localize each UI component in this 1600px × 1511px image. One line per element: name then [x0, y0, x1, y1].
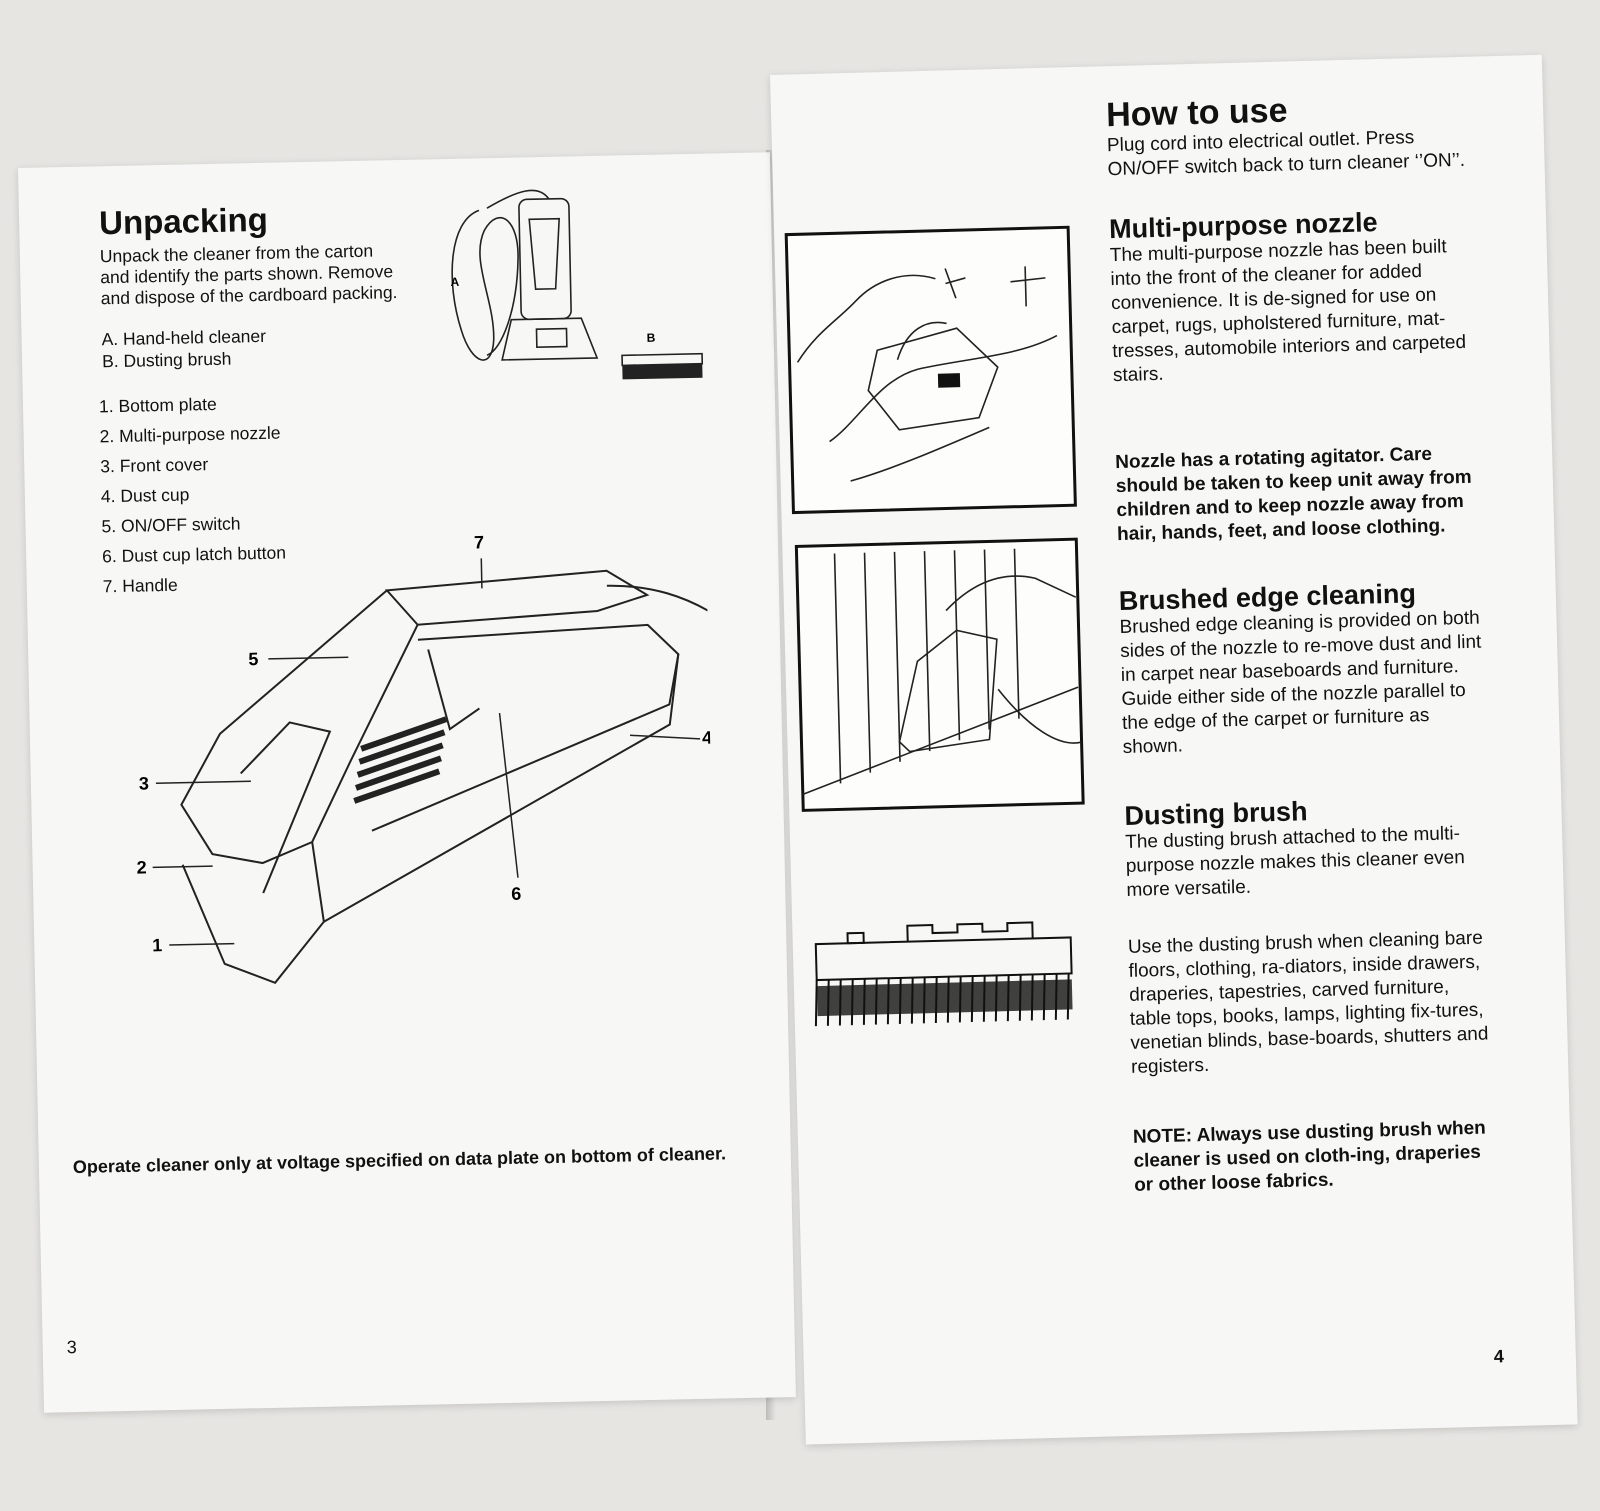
- unpacking-text: Unpack the cleaner from the carton and i…: [99, 240, 398, 309]
- cleaner-parts-diagram: 5 3 2 1 7 4 6: [136, 532, 716, 984]
- label-2: 2: [136, 857, 146, 877]
- voltage-note: Operate cleaner only at voltage specifie…: [72, 1143, 727, 1178]
- agitator-warning: Nozzle has a rotating agitator. Care sho…: [1114, 443, 1472, 546]
- how-to-use-section: How to use Plug cord into electrical out…: [1106, 87, 1473, 183]
- cleaner-and-cord-illustration: A B: [450, 189, 704, 380]
- parts-list-item: 3. Front cover: [100, 454, 209, 477]
- left-page: Unpacking Unpack the cleaner from the ca…: [18, 152, 796, 1413]
- label-7: 7: [474, 532, 484, 552]
- right-page: How to use Plug cord into electrical out…: [770, 54, 1578, 1445]
- parts-list-item: 1. Bottom plate: [98, 393, 217, 417]
- note: NOTE: Always use dusting brush when clea…: [1132, 1117, 1487, 1196]
- label-a: A: [450, 275, 459, 289]
- dusting-section: Dusting brush The dusting brush attached…: [1124, 791, 1492, 903]
- agitator-warning-section: Nozzle has a rotating agitator. Care sho…: [1115, 442, 1482, 548]
- edge-text: Brushed edge cleaning is provided on bot…: [1119, 607, 1482, 758]
- edge-cleaning-section: Brushed edge cleaning Brushed edge clean…: [1118, 576, 1487, 759]
- dusting-text: The dusting brush attached to the multi-…: [1124, 823, 1466, 901]
- parts-list-item: 4. Dust cup: [100, 484, 190, 507]
- upholstery-cleaning-illustration: [784, 225, 1077, 515]
- page-number: 3: [66, 1337, 77, 1358]
- note-section: NOTE: Always use dusting brush when clea…: [1133, 1116, 1500, 1198]
- package-contents: A. Hand-held cleaner B. Dusting brush: [101, 325, 266, 372]
- label-4: 4: [702, 728, 712, 748]
- item-a: A. Hand-held cleaner: [101, 325, 267, 350]
- label-1: 1: [152, 935, 162, 955]
- how-to-use-text: Plug cord into electrical outlet. Press …: [1106, 127, 1466, 181]
- item-b: B. Dusting brush: [101, 348, 232, 372]
- parts-list-item: 2. Multi-purpose nozzle: [99, 422, 281, 447]
- dusting-uses: Use the dusting brush when cleaning bare…: [1127, 927, 1489, 1078]
- label-3: 3: [139, 773, 149, 793]
- label-6: 6: [511, 884, 521, 904]
- dusting-brush-illustration: [814, 921, 1073, 1027]
- dusting-uses-section: Use the dusting brush when cleaning bare…: [1128, 926, 1497, 1080]
- label-b: B: [647, 331, 656, 345]
- page-number: 4: [1493, 1346, 1505, 1367]
- edge-cleaning-illustration: [794, 537, 1085, 812]
- unpacking-title: Unpacking: [98, 200, 269, 242]
- nozzle-text: The multi-purpose nozzle has been built …: [1109, 236, 1467, 387]
- nozzle-section: Multi-purpose nozzle The multi-purpose n…: [1109, 205, 1478, 388]
- label-5: 5: [248, 649, 258, 669]
